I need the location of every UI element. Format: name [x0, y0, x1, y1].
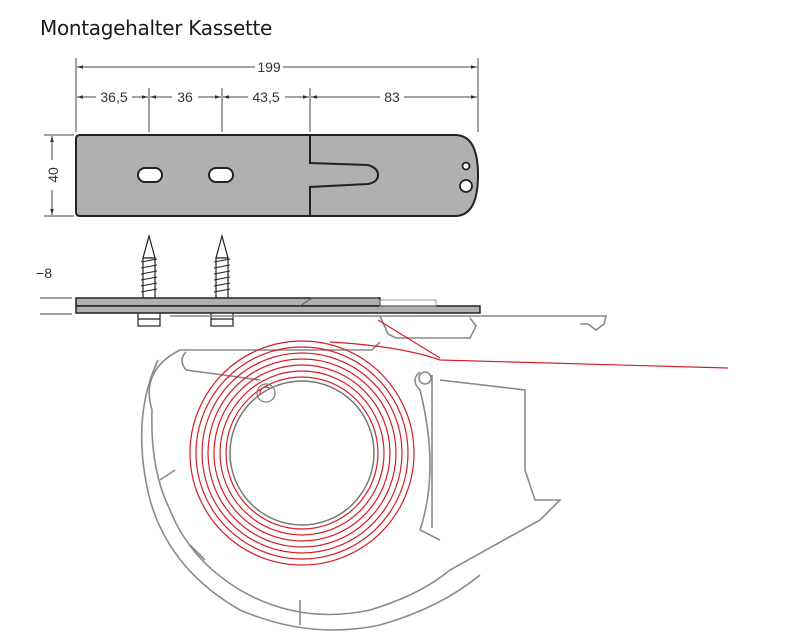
- fabric-roll: [189, 319, 729, 566]
- dim-height: 40: [45, 167, 61, 183]
- dim-seg3: 43,5: [252, 89, 279, 105]
- mounting-plate-side-view: [75, 297, 481, 314]
- large-hole: [459, 179, 473, 193]
- drawing-title: Montagehalter Kassette: [40, 16, 273, 40]
- dim-thickness: −8: [36, 265, 52, 281]
- dim-seg2: 36: [177, 89, 193, 105]
- small-hole: [461, 161, 471, 171]
- cassette-profile: [140, 315, 608, 631]
- slot-hole-1: [137, 167, 163, 183]
- thickness-dimension: [40, 297, 72, 315]
- roller-tube: [229, 380, 375, 526]
- dim-total-width: 199: [257, 59, 281, 75]
- tube-groove: [256, 383, 276, 403]
- mounting-plate-top-view: [75, 134, 480, 217]
- dim-seg4: 83: [384, 89, 400, 105]
- dimension-lines: [44, 58, 479, 217]
- slot-hole-2: [208, 167, 234, 183]
- dim-seg1: 36,5: [100, 89, 127, 105]
